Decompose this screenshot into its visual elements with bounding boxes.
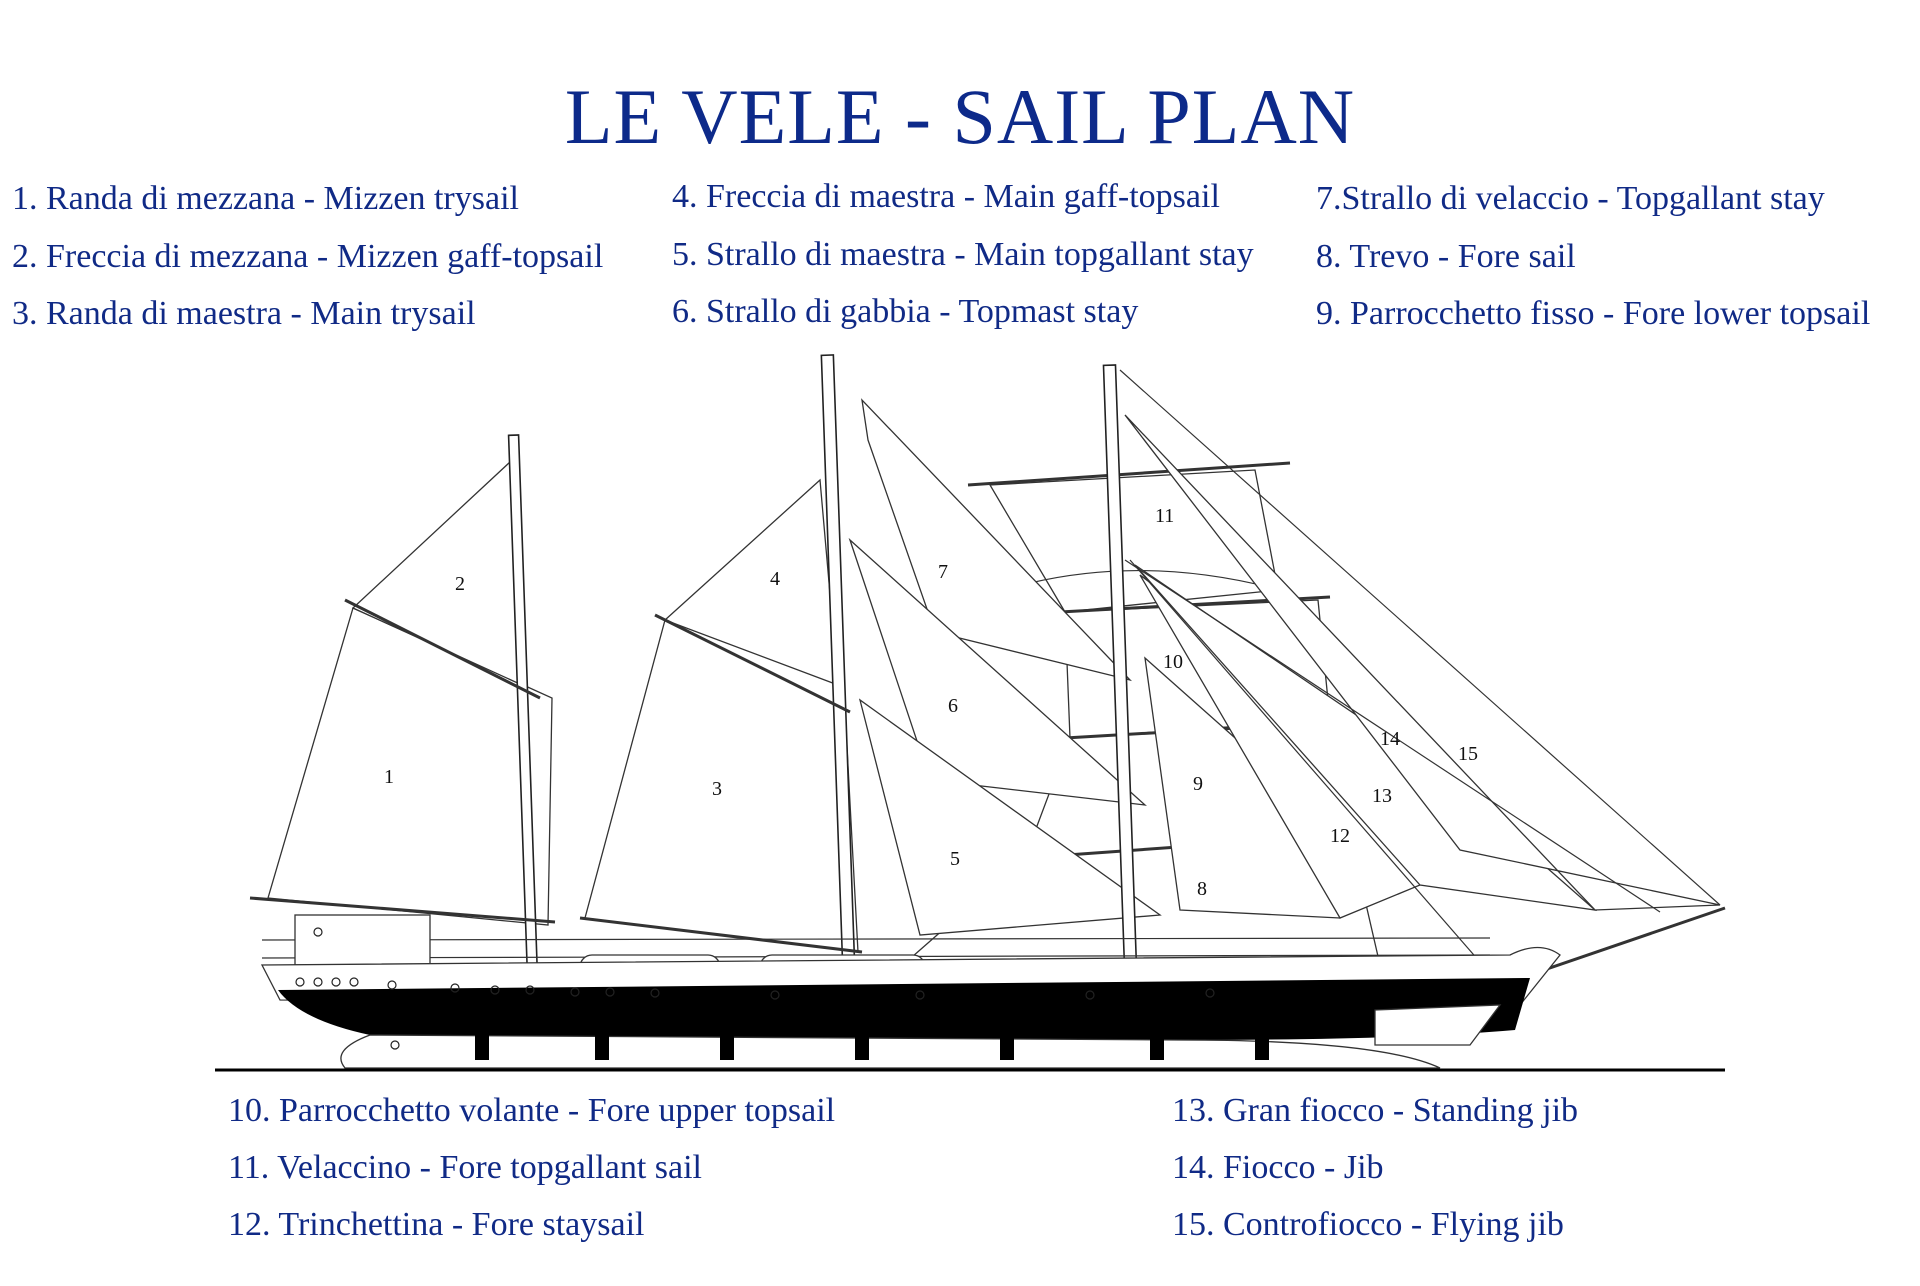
keel-block (720, 1035, 734, 1060)
sail-number-6: 6 (948, 695, 958, 717)
legend-item-1: 1. Randa di mezzana - Mizzen trysail (12, 180, 519, 217)
sail-number-1: 1 (384, 766, 394, 788)
main-boom (579, 916, 863, 954)
keel-block (1150, 1035, 1164, 1060)
legend-item-11: 11. Velaccino - Fore topgallant sail (228, 1149, 702, 1186)
keel-block (595, 1035, 609, 1060)
sail-number-3: 3 (712, 778, 722, 800)
legend-item-12: 12. Trinchettina - Fore staysail (228, 1206, 645, 1243)
deckhouse (294, 914, 431, 966)
legend-item-15: 15. Controfiocco - Flying jib (1172, 1206, 1564, 1243)
sail-number-2: 2 (455, 573, 465, 595)
legend-item-3: 3. Randa di maestra - Main trysail (12, 295, 476, 332)
sail-number-8: 8 (1197, 878, 1207, 900)
main-gaff (654, 613, 851, 714)
sail-number-14: 14 (1380, 728, 1400, 750)
sail-number-13: 13 (1372, 785, 1392, 807)
sail-number-11: 11 (1155, 505, 1174, 527)
sail-number-4: 4 (770, 568, 780, 590)
sail-number-15: 15 (1458, 743, 1478, 765)
keel-block (475, 1035, 489, 1060)
mizzen-gaff (344, 598, 541, 700)
page-title: LE VELE - SAIL PLAN (564, 73, 1356, 160)
legend-item-10: 10. Parrocchetto volante - Fore upper to… (228, 1092, 836, 1129)
keel-block (1255, 1035, 1269, 1060)
legend-item-8: 8. Trevo - Fore sail (1316, 238, 1576, 275)
sail-number-5: 5 (950, 848, 960, 870)
sail-6 (848, 537, 1147, 806)
deck-rail (261, 937, 1491, 941)
sail-number-10: 10 (1163, 651, 1183, 673)
legend-item-14: 14. Fiocco - Jib (1172, 1149, 1384, 1186)
legend-item-7: 7.Strallo di velaccio - Topgallant stay (1316, 180, 1825, 217)
sail-5 (858, 698, 1162, 936)
legend-item-13: 13. Gran fiocco - Standing jib (1172, 1092, 1579, 1129)
sail-7 (861, 398, 1133, 682)
hull-bottom (340, 1034, 1441, 1069)
keel-block (855, 1035, 869, 1060)
legend-item-6: 6. Strallo di gabbia - Topmast stay (672, 293, 1139, 330)
keel-block (1000, 1035, 1014, 1060)
legend-item-5: 5. Strallo di maestra - Main topgallant … (672, 236, 1254, 273)
sail-number-12: 12 (1330, 825, 1350, 847)
sail-number-7: 7 (938, 561, 948, 583)
portholes (295, 927, 1215, 1050)
hull-band (278, 978, 1530, 1040)
legend-item-2: 2. Freccia di mezzana - Mizzen gaff-tops… (12, 238, 604, 275)
legend-item-9: 9. Parrocchetto fisso - Fore lower topsa… (1316, 295, 1871, 332)
mizzen-boom (249, 896, 556, 924)
legend-item-4: 4. Freccia di maestra - Main gaff-topsai… (672, 178, 1220, 215)
yard-topgallant (967, 461, 1291, 487)
bow-decoration (1374, 1004, 1502, 1046)
sail-number-9: 9 (1193, 773, 1203, 795)
